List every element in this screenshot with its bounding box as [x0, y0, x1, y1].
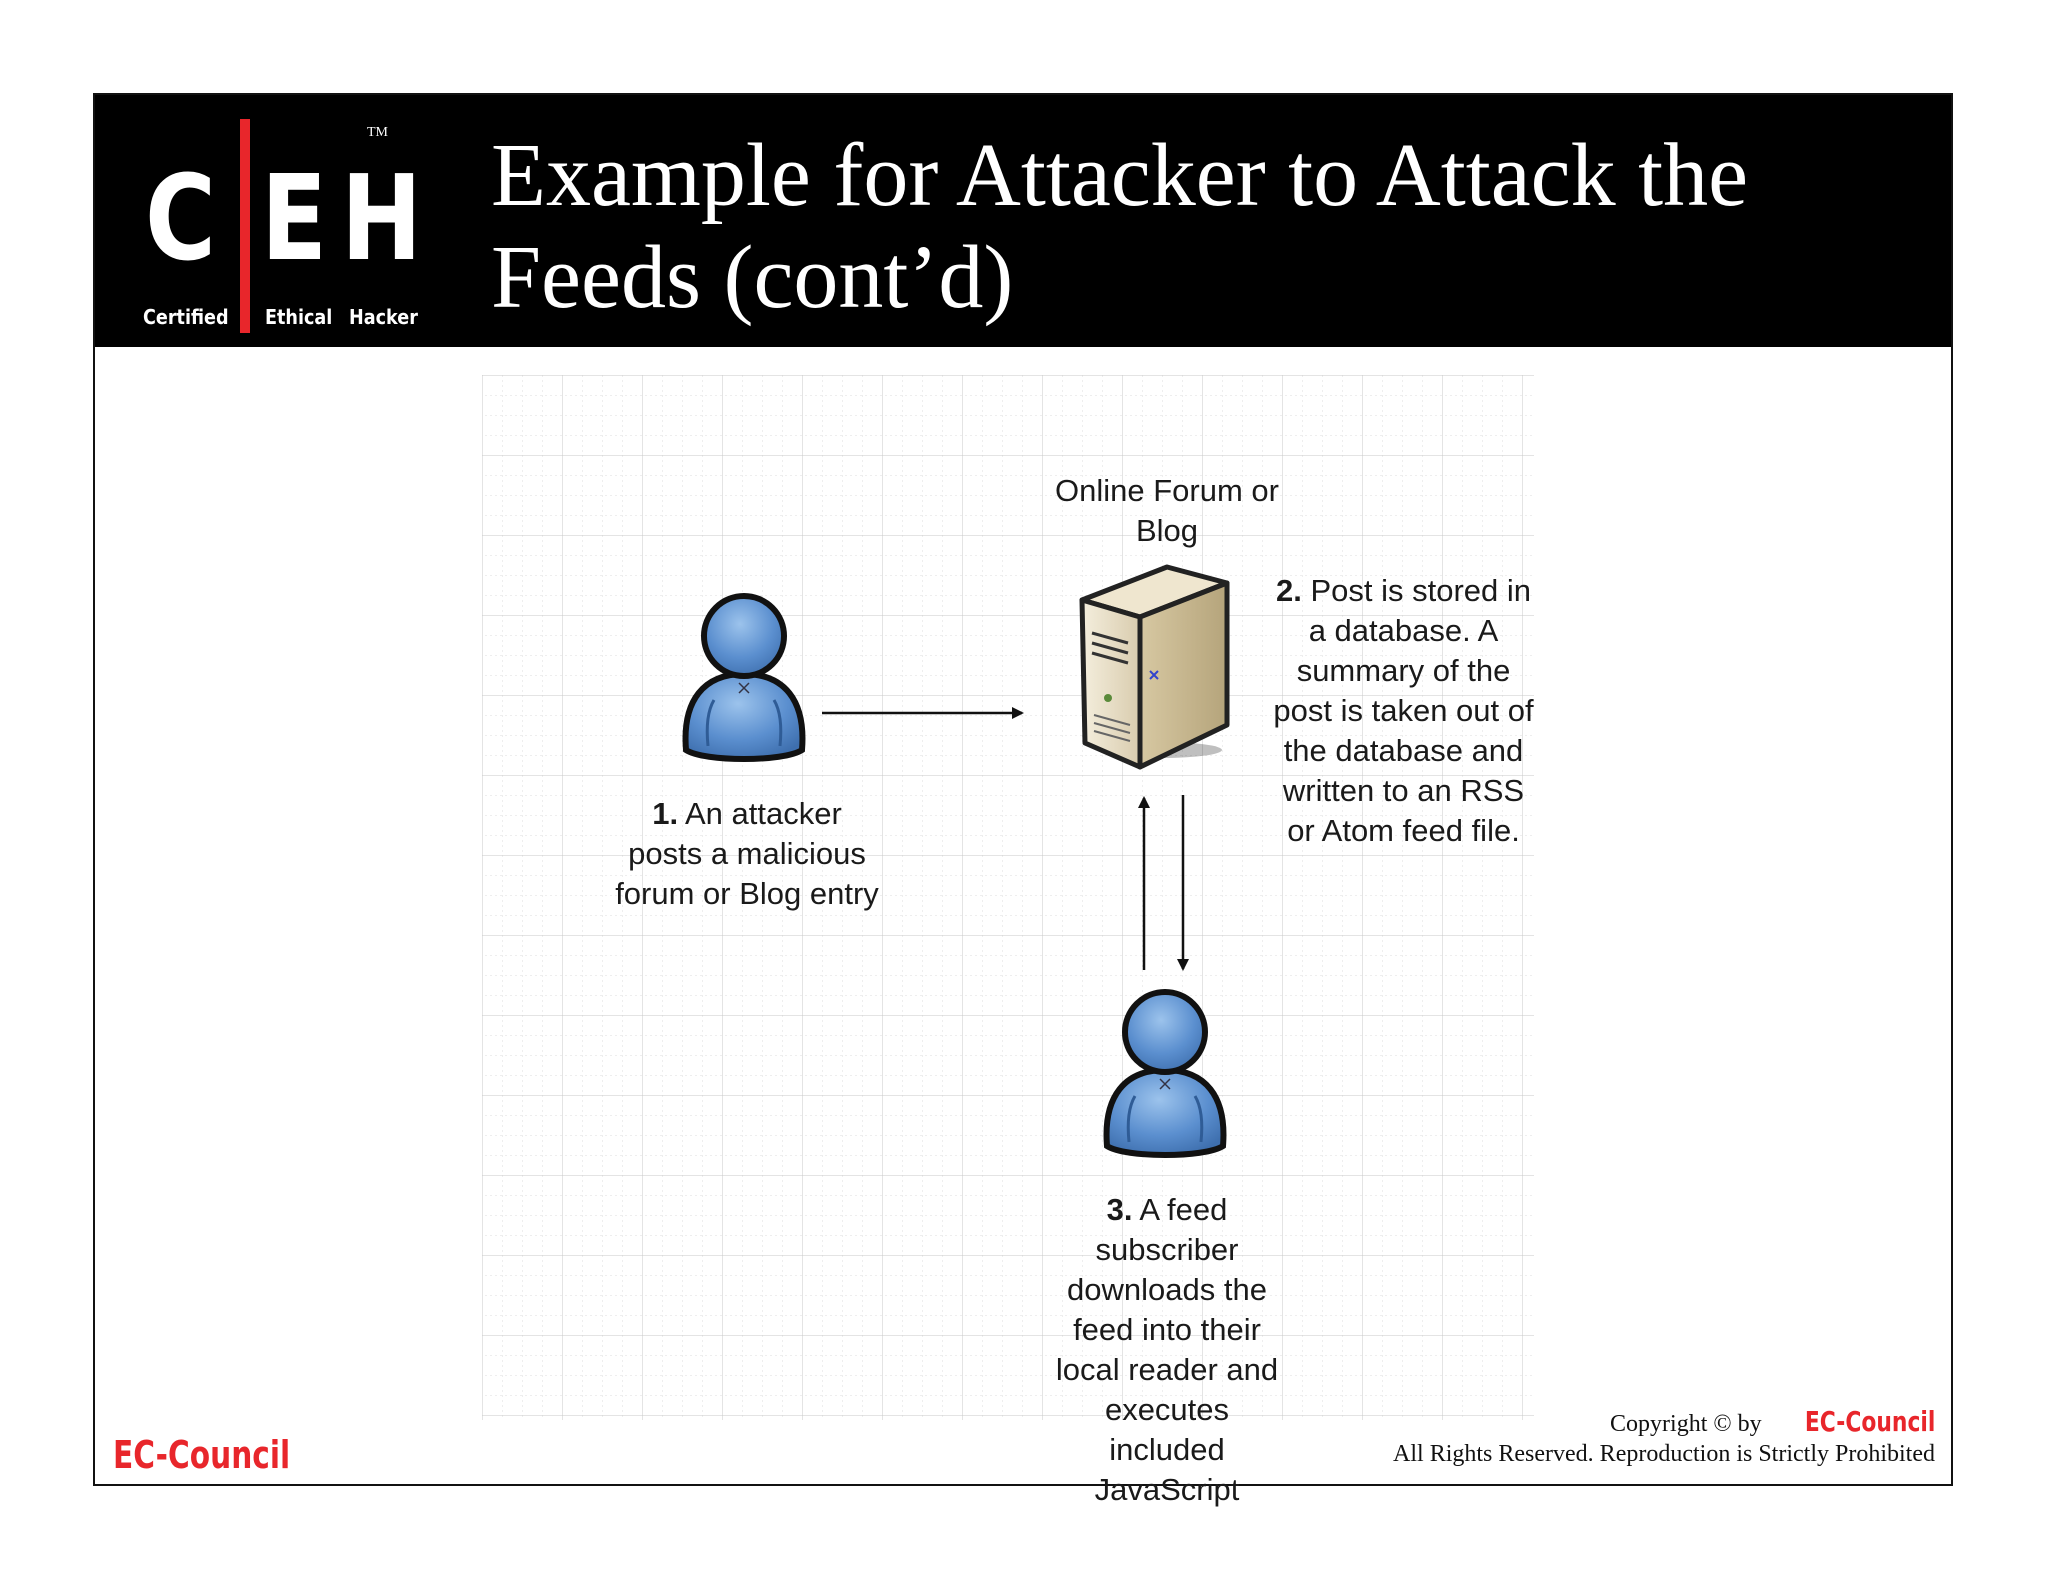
step-2-number: 2. [1275, 573, 1302, 608]
step-3-label: 3. A feed subscriber downloads the feed … [1047, 1190, 1287, 1510]
step-1-text: An attacker posts a malicious forum or B… [615, 796, 879, 911]
diagram-canvas [482, 375, 1534, 1420]
trademark-symbol: TM [367, 125, 388, 140]
step-3-number: 3. [1106, 1192, 1133, 1227]
ceh-logo: TM C E H Certified Ethical Hacker [143, 109, 423, 339]
copyright-brand: EC-Council [1804, 1405, 1935, 1438]
slide-header: TM C E H Certified Ethical Hacker Exampl… [95, 95, 1951, 347]
logo-letter-h: H [341, 149, 422, 287]
grid-lines [482, 375, 1534, 1420]
copyright-prefix: Copyright © by [1610, 1411, 1762, 1437]
slide: TM C E H Certified Ethical Hacker Exampl… [93, 93, 1953, 1507]
logo-red-bar [240, 119, 250, 333]
step-2-label: 2. Post is stored in a database. A summa… [1271, 571, 1536, 851]
server-label: Online Forum or Blog [1055, 473, 1279, 548]
logo-word-ethical: Ethical [265, 305, 333, 329]
logo-word-certified: Certified [143, 305, 229, 329]
copyright-notice: Copyright © by EC-Council All Rights Res… [1393, 1407, 1935, 1469]
logo-word-hacker: Hacker [349, 305, 418, 329]
rights-statement: All Rights Reserved. Reproduction is Str… [1393, 1441, 1935, 1467]
step-1-label: 1. An attacker posts a malicious forum o… [612, 794, 882, 914]
logo-letter-e: E [261, 149, 328, 287]
logo-letter-c: C [145, 149, 217, 287]
step-2-text: Post is stored in a database. A summary … [1273, 573, 1534, 848]
attack-flow-diagram: Online Forum or Blog 1. An attacker post… [482, 375, 1536, 1507]
footer-brand-logo: EC-Council [113, 1433, 291, 1477]
step-3-text: A feed subscriber downloads the feed int… [1055, 1192, 1279, 1507]
server-icon [1079, 564, 1230, 770]
slide-title: Example for Attacker to Attack the Feeds… [491, 126, 1749, 327]
step-1-number: 1. [652, 796, 679, 831]
